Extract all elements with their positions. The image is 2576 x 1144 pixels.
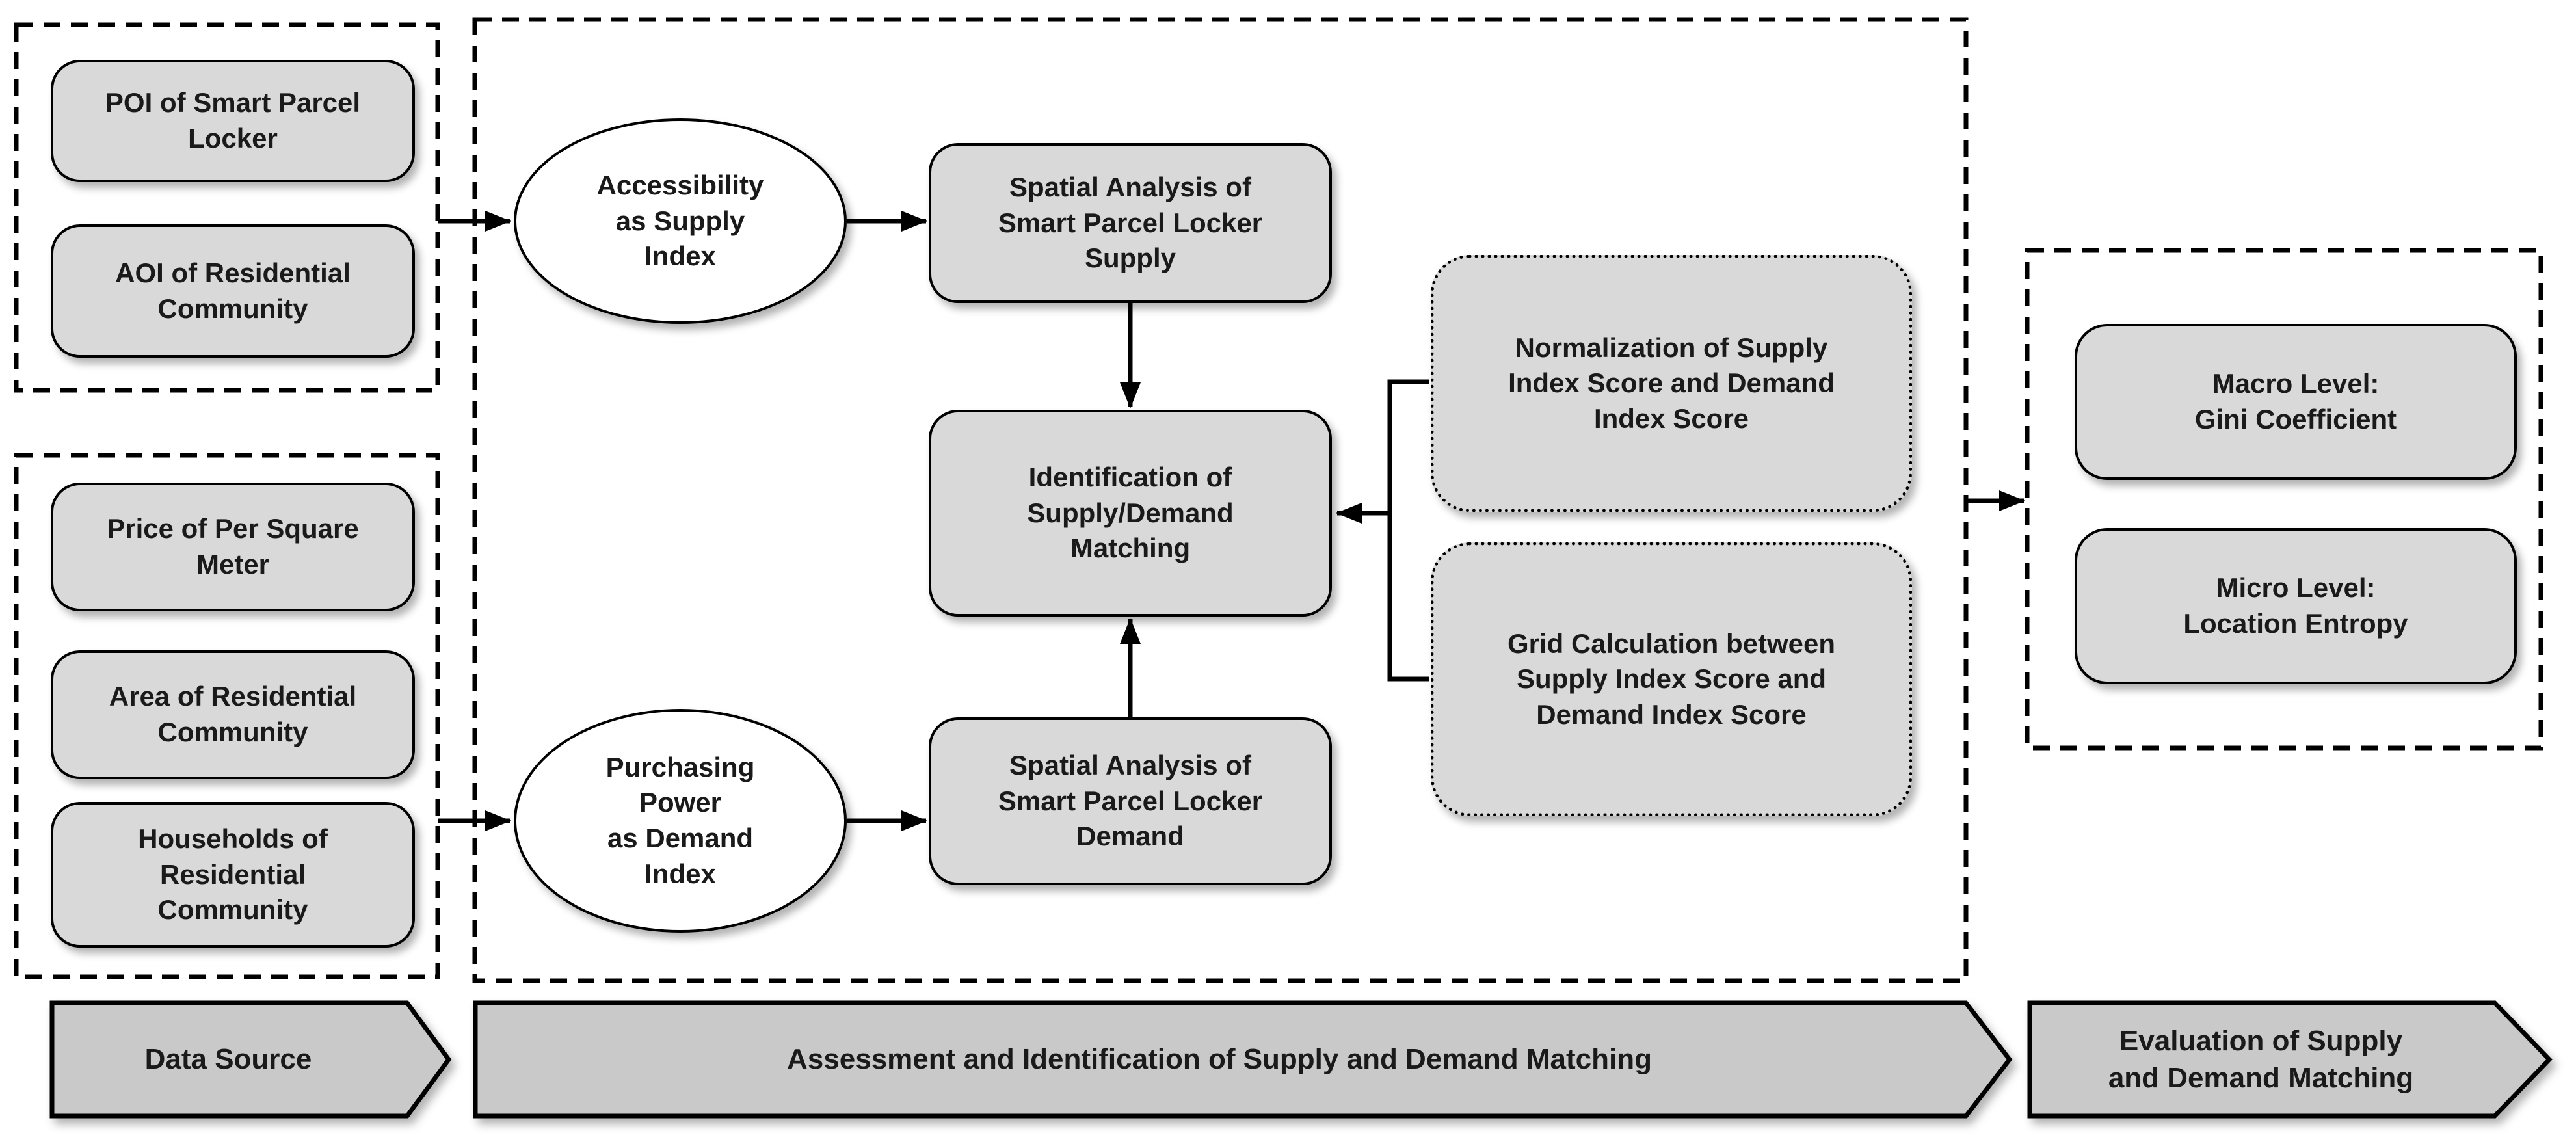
banner-data-source-label: Data Source [144,1043,312,1076]
node-poi: POI of Smart Parcel Locker [51,60,415,182]
banner-assessment: Assessment and Identification of Supply … [473,1000,2021,1119]
node-area-label: Area of Residential Community [109,681,357,747]
node-households: Households of Residential Community [51,802,415,948]
node-normalization: Normalization of Supply Index Score and … [1431,255,1912,512]
node-normalization-label: Normalization of Supply Index Score and … [1508,332,1835,434]
node-macro-level-label: Macro Level: Gini Coefficient [2194,368,2397,434]
banner-data-source: Data Source [49,1000,453,1119]
node-identification-label: Identification of Supply/Demand Matching [1027,462,1234,564]
node-micro-level: Micro Level: Location Entropy [2075,528,2517,684]
node-macro-level: Macro Level: Gini Coefficient [2075,324,2517,480]
node-identification: Identification of Supply/Demand Matching [929,410,1332,617]
banner-data-source-shape [49,1000,452,1119]
node-grid-calculation-label: Grid Calculation between Supply Index Sc… [1507,628,1836,730]
node-spatial-supply: Spatial Analysis of Smart Parcel Locker … [929,143,1332,303]
node-grid-calculation: Grid Calculation between Supply Index Sc… [1431,542,1912,816]
node-price-label: Price of Per Square Meter [107,513,359,579]
node-spatial-demand-label: Spatial Analysis of Smart Parcel Locker … [998,750,1263,852]
banner-evaluation-label: Evaluation of Supply and Demand Matching [2108,1024,2414,1094]
node-supply-index-ellipse: Accessibility as Supply Index [514,118,847,324]
banner-evaluation-shape [2027,1000,2553,1119]
node-demand-index-ellipse: Purchasing Power as Demand Index [514,709,847,933]
node-supply-index-label: Accessibility as Supply Index [596,170,764,272]
banner-assessment-shape [473,1000,2013,1119]
node-area: Area of Residential Community [51,650,415,779]
node-spatial-demand: Spatial Analysis of Smart Parcel Locker … [929,717,1332,885]
node-micro-level-label: Micro Level: Location Entropy [2183,572,2408,639]
banner-assessment-label: Assessment and Identification of Supply … [787,1043,1652,1076]
node-price: Price of Per Square Meter [51,483,415,611]
node-spatial-supply-label: Spatial Analysis of Smart Parcel Locker … [998,172,1263,274]
node-demand-index-label: Purchasing Power as Demand Index [605,751,755,889]
bracket-normalization-grid [1387,379,1429,682]
node-households-label: Households of Residential Community [138,823,328,925]
node-aoi: AOI of Residential Community [51,224,415,358]
banner-evaluation: Evaluation of Supply and Demand Matching [2027,1000,2554,1119]
node-aoi-label: AOI of Residential Community [115,257,351,324]
node-poi-label: POI of Smart Parcel Locker [105,87,361,153]
